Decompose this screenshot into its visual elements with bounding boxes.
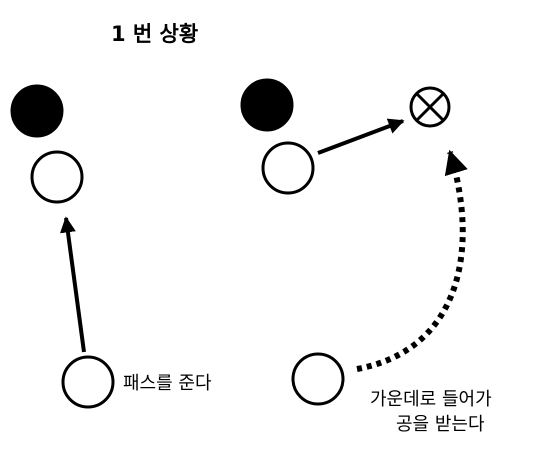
run-path-dotted-arrow xyxy=(356,149,468,372)
ball-holder-player-marker-right xyxy=(261,141,315,195)
runner-player-marker xyxy=(291,352,345,406)
defender-marker-right xyxy=(240,78,294,132)
receiver-player-marker-left xyxy=(30,150,84,204)
pass-label: 패스를 준다 xyxy=(123,373,212,394)
passer-player-marker xyxy=(61,355,115,409)
target-position-icon xyxy=(409,86,451,128)
pass-to-target-arrow xyxy=(317,118,405,155)
defender-marker-left xyxy=(10,84,64,138)
move-label-line1: 가운데로 들어가 xyxy=(370,389,492,410)
pass-arrow xyxy=(59,216,86,353)
diagram-title: 1 번 상황 xyxy=(111,22,198,46)
move-label-line2: 공을 받는다 xyxy=(396,414,485,435)
